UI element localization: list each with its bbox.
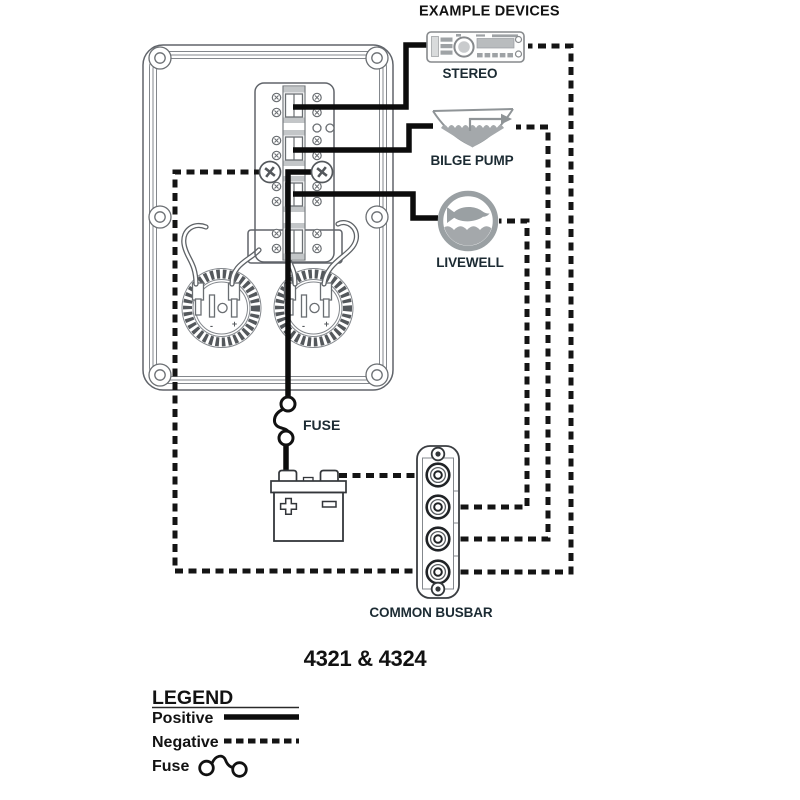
- bilge-pump-label: BILGE PUMP: [430, 153, 513, 168]
- fuse-label: FUSE: [303, 417, 340, 433]
- legend-item-negative: Negative: [152, 734, 219, 751]
- positive-wire-livewell: [293, 191, 438, 221]
- bilge-pump-icon: [432, 108, 514, 148]
- battery-positive-post: [278, 469, 298, 481]
- gauge-right-minus-mark: -: [302, 321, 305, 331]
- model-title: 4321 & 4324: [304, 646, 428, 671]
- negative-wire-livewell: [447, 218, 530, 510]
- negative-wire-panel-loop: [172, 169, 432, 574]
- fuse-symbol: [273, 395, 297, 447]
- busbar-terminal-4: [425, 559, 451, 585]
- legend-heading: LEGEND: [152, 687, 233, 709]
- module-indicator-hole: [312, 123, 322, 133]
- common-busbar: [416, 445, 460, 599]
- gauge-left-plus-mark: +: [232, 319, 237, 329]
- positive-wire-stereo: [293, 42, 427, 110]
- stereo-icon: [426, 31, 525, 63]
- legend-fuse-symbol: [198, 754, 248, 778]
- legend-item-positive: Positive: [152, 710, 213, 727]
- stereo-label: STEREO: [443, 66, 498, 81]
- module-indicator-hole: [325, 123, 335, 133]
- negative-wire-bilge-pump: [447, 124, 551, 542]
- legend: LEGEND Positive Negative Fuse: [152, 687, 299, 778]
- negative-wire-stereo: [447, 43, 574, 575]
- battery-plus-mark: [279, 497, 298, 516]
- battery-minus-mark: [321, 500, 337, 508]
- phillips-screw-left: [258, 160, 282, 184]
- gauge-left-minus-mark: -: [210, 321, 213, 331]
- legend-item-fuse: Fuse: [152, 758, 189, 775]
- battery: [270, 469, 347, 542]
- example-devices-heading: EXAMPLE DEVICES: [419, 4, 560, 20]
- phillips-screw-right: [310, 160, 334, 184]
- livewell-label: LIVEWELL: [436, 255, 503, 270]
- busbar-label: COMMON BUSBAR: [369, 605, 493, 620]
- battery-negative-post: [319, 469, 339, 481]
- positive-wire-bilge-pump: [293, 123, 433, 153]
- livewell-icon: [437, 190, 499, 252]
- gauge-right-plus-mark: +: [324, 319, 329, 329]
- busbar-terminal-1: [425, 462, 451, 488]
- busbar-terminal-2: [425, 494, 451, 520]
- busbar-terminal-3: [425, 526, 451, 552]
